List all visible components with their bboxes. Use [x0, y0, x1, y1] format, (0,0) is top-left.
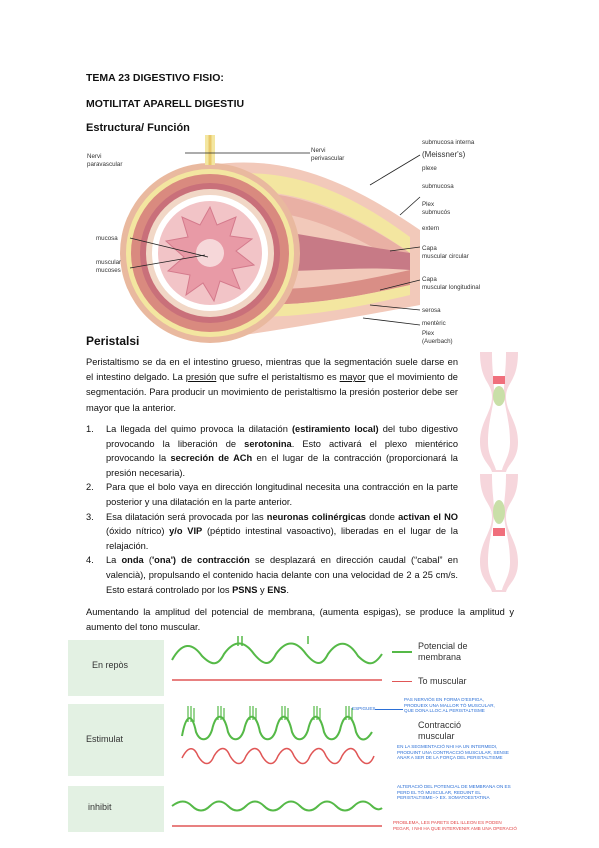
title-peristalsi: Peristalsi — [86, 334, 140, 348]
label-extern: extern — [422, 225, 440, 232]
label-nervi-paravascular: Nervi paravascular — [87, 153, 123, 168]
note-alteracio: ALTERACIÓ DEL POTENCIAL DE MEMBRANA ON E… — [397, 784, 511, 801]
peristalsis-steps: 1. La llegada del quimo provoca la dilat… — [86, 422, 458, 597]
label-plex-auerbach: Plex (Auerbach) — [422, 330, 453, 345]
panel-label-repos: En repòs — [92, 660, 129, 670]
annotation-espigues: ESPIGUES — [352, 706, 376, 711]
label-menteric: mentèric — [422, 320, 446, 327]
panel-label-inhibit: inhibit — [88, 802, 112, 812]
intro-paragraph: Peristaltismo se da en el intestino grue… — [86, 357, 458, 413]
note-segmentacio: EN LA SEGMENTACIÓ NHI HA UN INTERMEDI, P… — [397, 744, 509, 761]
label-muscular-mucoses: muscular mucoses — [96, 259, 122, 274]
closing-paragraph: Aumentando la amplitud del potencial de … — [86, 607, 514, 633]
peristalsis-illustration — [474, 352, 524, 592]
label-capa-longitudinal: Capa muscular longitudinal — [422, 276, 481, 291]
legend-to-muscular: To muscular — [418, 676, 467, 686]
title-motilitat: MOTILITAT APARELL DIGESTIU — [86, 98, 245, 110]
bolus-tubes-icon — [480, 352, 518, 592]
gut-wall-diagram: Nervi paravascular Nervi perivascular su… — [80, 135, 520, 350]
title-estructura: Estructura/ Función — [86, 122, 190, 134]
label-capa-circular: Capa muscular circular — [422, 245, 469, 260]
label-plex-submucos: Plex submucós — [422, 201, 451, 216]
list-item: 1. La llegada del quimo provoca la dilat… — [86, 424, 459, 478]
legend-green-line — [392, 651, 412, 653]
label-submucosa: submucosa — [422, 183, 454, 190]
label-submucosa-interna: submucosa interna — [422, 139, 475, 146]
panel-label-estimulat: Estimulat — [86, 734, 124, 744]
label-meissner: (Meissner's) — [422, 150, 466, 159]
legend-potencial: Potencial de membrana — [418, 641, 468, 662]
list-item: 2. Para que el bolo vaya en dirección lo… — [86, 482, 458, 507]
panel-inhibit: inhibit — [68, 786, 164, 832]
note-problema: PROBLEMA, LES PARETS DEL ILLEON ES PODEN… — [393, 820, 517, 831]
list-item: 4. La onda ('ona') de contracción se des… — [86, 555, 458, 595]
label-mucosa: mucosa — [96, 235, 118, 242]
panel-estimulat: Estimulat — [68, 704, 164, 776]
label-serosa: serosa — [422, 307, 441, 314]
title-tema: TEMA 23 DIGESTIVO FISIO: — [86, 72, 224, 84]
legend-red-line — [392, 681, 412, 682]
arrow-espigues — [375, 709, 403, 710]
label-plexe: plexe — [422, 165, 437, 172]
legend-contraccio: Contracció muscular — [418, 720, 462, 741]
label-nervi-perivascular: Nervi perivascular — [311, 147, 345, 162]
gut-wall-illustration — [120, 135, 421, 343]
panel-en-repos: En repòs — [68, 640, 164, 696]
note-pas-nervios: PAS NERVIÓS EN FORMA D'ESPIGA, PRODUEIX … — [404, 697, 495, 714]
membrane-potential-graph — [171, 636, 383, 827]
list-item: 3. Esa dilatación será provocada por las… — [86, 511, 459, 551]
